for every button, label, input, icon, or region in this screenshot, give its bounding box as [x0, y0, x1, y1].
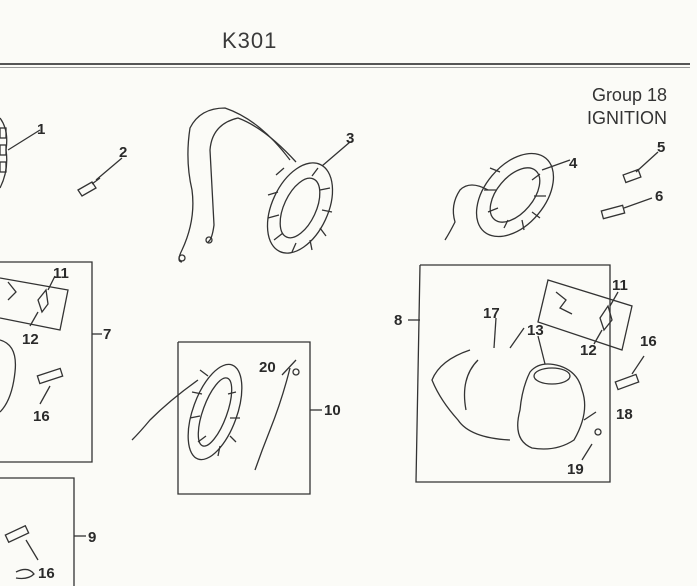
assembly-box-9	[0, 477, 86, 586]
callout-11-right: 11	[612, 277, 628, 294]
assembly-box-7	[0, 261, 102, 463]
group-name: IGNITION	[587, 108, 667, 128]
callout-9: 9	[88, 529, 96, 546]
part-2-screw	[77, 157, 123, 197]
callout-11-left: 11	[53, 265, 69, 282]
callout-12-left: 12	[22, 331, 39, 348]
group-heading: Group 18 IGNITION	[587, 84, 667, 130]
callout-20: 20	[259, 359, 276, 376]
assembly-box-10	[131, 341, 322, 495]
part-6-bolt	[600, 197, 653, 220]
header-rule-thin	[0, 67, 690, 68]
header-rule	[0, 63, 690, 65]
part-1-coil-partial	[0, 117, 41, 189]
callout-13: 13	[527, 322, 544, 339]
part-4-stator-ring	[444, 152, 571, 241]
callout-1: 1	[37, 121, 45, 138]
callout-16-bottom: 16	[38, 565, 55, 582]
callout-12-right: 12	[580, 342, 597, 359]
model-title: K301	[222, 28, 278, 53]
callout-7: 7	[103, 326, 111, 343]
callout-16-right: 16	[640, 333, 657, 350]
callout-3: 3	[346, 130, 354, 147]
callout-16-left: 16	[33, 408, 50, 425]
callout-4: 4	[569, 155, 578, 172]
callout-10: 10	[324, 402, 341, 419]
assembly-box-8	[408, 264, 645, 483]
callout-8: 8	[394, 312, 402, 329]
part-5-bolt	[622, 151, 659, 184]
callout-17: 17	[483, 305, 500, 322]
callout-6: 6	[655, 188, 663, 205]
callout-18: 18	[616, 406, 633, 423]
callout-5: 5	[657, 139, 665, 156]
part-3-stator	[178, 107, 351, 263]
group-number: Group 18	[591, 85, 667, 105]
callout-19: 19	[567, 461, 584, 478]
callout-2: 2	[119, 144, 127, 161]
